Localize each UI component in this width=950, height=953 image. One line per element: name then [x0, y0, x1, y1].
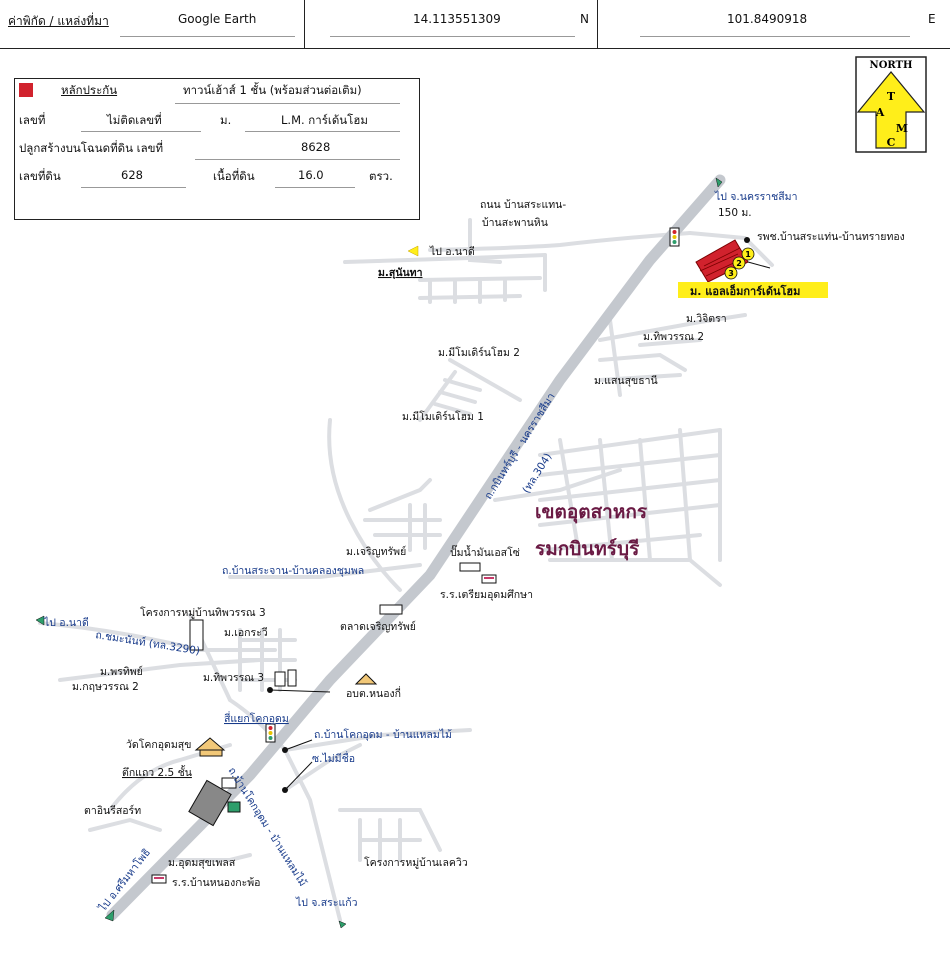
house-no-value: ไม่ติดเลขที่	[107, 113, 162, 127]
header-divider	[597, 0, 598, 48]
hwy304-label: ถ.กบินทร์บุรี - นครราชสีมา	[482, 390, 558, 501]
compass-letter-m: M	[896, 122, 908, 135]
collateral-label: หลักประกัน	[61, 83, 118, 97]
underline	[245, 131, 400, 132]
to-nadee-top: ไป อ.นาดี	[429, 245, 475, 258]
mimo2-label: ม.มีโมเดิร์นโฮม 2	[438, 346, 520, 359]
junction-dots	[267, 687, 331, 793]
sunantha-label: ม.สุนันทา	[378, 267, 423, 280]
hospital-label: รพช.บ้านสระแท่น-บ้านทรายทอง	[757, 231, 905, 243]
industrial-zone-label-2: รมกบินทร์บุรี	[535, 538, 640, 561]
mimo1-label: ม.มีโมเดิร์นโฮม 1	[402, 410, 484, 423]
village-label: ม.	[220, 113, 232, 127]
compass-letter-t: T	[887, 90, 896, 103]
ekaravee-label: ม.เอกระวี	[224, 626, 268, 639]
coord-source: Google Earth	[178, 12, 257, 26]
coordinate-header: ค่าพิกัด / แหล่งที่มา Google Earth 14.11…	[0, 0, 950, 49]
traffic-light-icon	[265, 723, 276, 743]
to-nadee-left: ไป อ.นาดี	[43, 616, 89, 629]
road-3290-label: ถ.ชมะนันท์ (ทล.3290)	[95, 628, 201, 657]
road-top-label-1: ถนน บ้านสระแทน-	[480, 199, 566, 211]
road-sacharn-label: ถ.บ้านสระจาน-บ้านคลองชุมพล	[222, 565, 364, 577]
distance-label: 150 ม.	[718, 207, 752, 219]
house-no-label: เลขที่	[19, 113, 46, 127]
collateral-info-box: หลักประกัน ทาวน์เฮ้าส์ 1 ชั้น (พร้อมส่วน…	[14, 78, 420, 220]
village-value: L.M. การ์เด้นโฮม	[281, 113, 368, 127]
compass-letter-a: A	[875, 106, 885, 119]
traffic-light-icon	[669, 227, 680, 247]
saensuk-label: ม.แสนสุขธานี	[594, 374, 658, 387]
deed-label: ปลูกสร้างบนโฉนดที่ดิน เลขที่	[19, 141, 164, 155]
underline	[175, 103, 400, 104]
buildings	[151, 562, 497, 884]
highway-304	[106, 174, 726, 921]
school-triam-label: ร.ร.เตรียมอุดมศึกษา	[440, 588, 533, 601]
target-property: 1 2 3	[678, 237, 828, 298]
school-nongkapho-label: ร.ร.บ้านหนองกะพ้อ	[172, 877, 260, 889]
direction-arrows	[35, 177, 723, 929]
udomsuk-label: ม.อุดมสุขเพลส	[168, 857, 236, 869]
area-label: เนื้อที่ดิน	[213, 169, 255, 183]
tippawan3-label: ม.ทิพวรรณ 3	[203, 672, 264, 684]
kritsawan2-label: ม.กฤษวรรณ 2	[72, 681, 139, 693]
wat-label: วัดโคกอุดมสุข	[126, 738, 191, 751]
industrial-zone-label-1: เขตอุตสาหกร	[535, 501, 648, 524]
land-no-value: 628	[121, 168, 143, 182]
project-lakeview-label: โครงการหมู่บ้านเลควิว	[364, 856, 468, 869]
road-khok-udom-label: ถ.บ้านโคกอุดม - บ้านแหลมไม้	[314, 728, 452, 741]
source-underline	[120, 36, 295, 37]
obt-label: อบต.หนองกี่	[346, 686, 401, 700]
lat-underline	[330, 36, 575, 37]
project-tippawan3-label: โครงการหมู่บ้านทิพวรรณ 3	[140, 606, 266, 619]
to-sakaeo-label: ไป จ.สระแก้ว	[295, 896, 358, 909]
marker-2: 2	[736, 259, 742, 268]
wijittra-label: ม.วิจิตรา	[686, 313, 727, 325]
underline	[275, 187, 355, 188]
minor-roads	[38, 218, 774, 922]
porntip-label: ม.พรทิพย์	[100, 665, 143, 678]
longitude-dir: E	[928, 12, 936, 26]
soi-noname-label: ซ.ไม่มีชื่อ	[312, 751, 355, 765]
intersection-label: สี่แยกโคกอุดม	[224, 711, 289, 725]
longitude-value: 101.8490918	[727, 12, 808, 26]
collateral-type: ทาวน์เฮ้าส์ 1 ชั้น (พร้อมส่วนต่อเติม)	[183, 83, 362, 97]
tippawan2-label: ม.ทิพวรรณ 2	[643, 331, 704, 343]
gas-station-label: ปั๊มน้ำมันเอสโซ่	[450, 544, 520, 559]
compass-letter-c: C	[887, 136, 896, 149]
collateral-marker	[19, 83, 33, 97]
underline	[195, 159, 400, 160]
coord-label: ค่าพิกัด / แหล่งที่มา	[8, 14, 109, 28]
deed-value: 8628	[301, 140, 331, 154]
jaroensub-village-label: ม.เจริญทรัพย์	[346, 545, 406, 558]
latitude-value: 14.113551309	[413, 12, 501, 26]
north-label: NORTH	[870, 60, 913, 71]
to-korat-label: ไป จ.นครราชสีมา	[714, 190, 798, 203]
area-value: 16.0	[298, 168, 324, 182]
land-no-label: เลขที่ดิน	[19, 169, 61, 183]
underline	[81, 131, 201, 132]
area-unit: ตรว.	[369, 169, 393, 183]
marker-3: 3	[728, 269, 734, 278]
underline	[81, 187, 186, 188]
shophouse-label: ตึกแถว 2.5 ชั้น	[122, 765, 192, 779]
header-divider	[304, 0, 305, 48]
target-village-label: ม. แอลเอ็มการ์เด้นโฮม	[690, 284, 800, 298]
market-label: ตลาดเจริญทรัพย์	[340, 620, 416, 633]
road-top-label-2: บ้านสะพานหิน	[482, 217, 548, 229]
north-compass: NORTH T A M C	[855, 56, 927, 153]
lon-underline	[640, 36, 910, 37]
resort-label: ตาอินรีสอร์ท	[84, 804, 141, 817]
latitude-dir: N	[580, 12, 589, 26]
marker-1: 1	[745, 250, 751, 259]
